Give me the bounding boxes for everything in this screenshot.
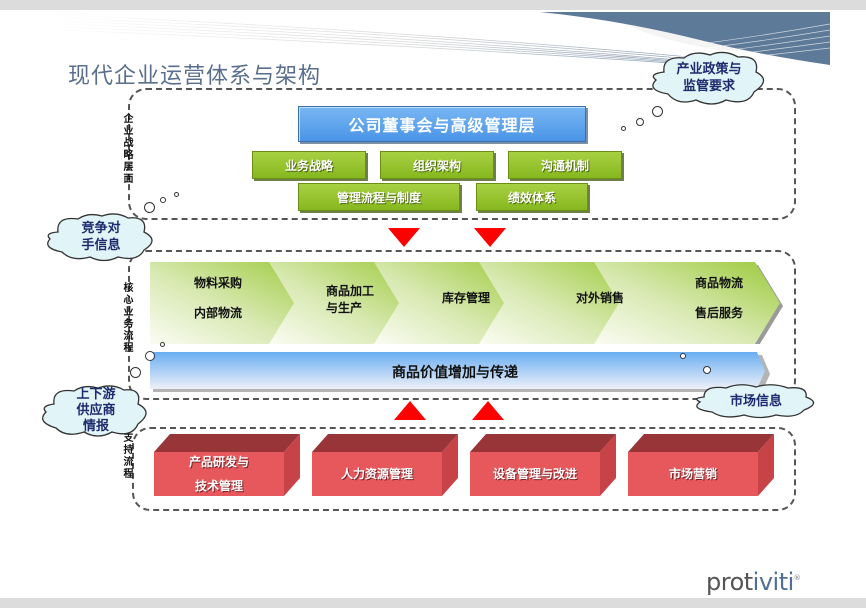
cloud-policy: 产业政策与 监管要求 bbox=[644, 50, 774, 106]
thought-bubble bbox=[680, 353, 686, 359]
support-box-2 bbox=[312, 452, 442, 496]
chevron-step-4 bbox=[479, 262, 640, 344]
strategy-item-communication: 沟通机制 bbox=[508, 151, 622, 179]
board-management-box: 公司董事会与高级管理层 bbox=[298, 106, 586, 142]
core-step-5-line1: 商品物流 bbox=[695, 276, 744, 290]
support-item-3-line1: 设备管理与改进 bbox=[492, 467, 577, 481]
chevron-step-3 bbox=[374, 262, 525, 344]
support-item-3: 设备管理与改进 bbox=[470, 452, 600, 496]
thought-bubble bbox=[636, 118, 644, 126]
thought-bubble bbox=[703, 366, 711, 374]
support-item-1-line2: 技术管理 bbox=[194, 479, 243, 493]
support-process-layer-region bbox=[132, 427, 796, 511]
up-arrow-2 bbox=[472, 401, 504, 420]
core-step-4-line1: 对外销售 bbox=[576, 291, 625, 305]
core-step-2-line1: 商品加工 bbox=[326, 284, 375, 298]
bottom-bar bbox=[0, 598, 866, 608]
cloud-competitor-line1: 竞争对 bbox=[81, 221, 121, 236]
core-step-4: 对外销售 bbox=[576, 283, 624, 313]
core-step-1: 物料采购 内部物流 bbox=[194, 268, 242, 328]
support-box-4 bbox=[628, 452, 758, 496]
core-step-1-line1: 物料采购 bbox=[194, 276, 243, 290]
protiviti-logo: protiviti® bbox=[706, 568, 801, 596]
support-item-2: 人力资源管理 bbox=[312, 452, 442, 496]
core-process-layer-label: 核心业务流程 bbox=[121, 282, 132, 354]
logo-text-part1: prot bbox=[706, 568, 753, 596]
chevron-step-2 bbox=[269, 262, 420, 344]
support-box-3 bbox=[470, 452, 600, 496]
support-process-layer-label: 支持流程 bbox=[121, 432, 132, 480]
thought-bubble bbox=[621, 126, 626, 131]
core-step-1-line2: 内部物流 bbox=[194, 306, 243, 320]
support-box-1 bbox=[154, 452, 284, 496]
cloud-supplier-line3: 情报 bbox=[82, 419, 109, 434]
core-process-layer-region bbox=[128, 250, 796, 400]
core-step-5-line2: 售后服务 bbox=[695, 306, 744, 320]
support-item-4-line1: 市场营销 bbox=[668, 467, 717, 481]
value-chain-label: 商品价值增加与传递 bbox=[392, 365, 518, 381]
chevron-step-5 bbox=[594, 262, 780, 344]
thought-bubble bbox=[145, 351, 155, 361]
top-bar bbox=[0, 0, 866, 10]
core-step-2-line2: 与生产 bbox=[326, 301, 363, 315]
cloud-supplier-line1: 上下游 bbox=[76, 387, 116, 402]
support-item-1: 产品研发与 技术管理 bbox=[154, 452, 284, 496]
cloud-shape bbox=[696, 384, 815, 419]
logo-registered-mark: ® bbox=[793, 574, 801, 582]
support-boxes-graphic bbox=[154, 434, 774, 496]
strategy-item-business-strategy: 业务战略 bbox=[252, 151, 366, 179]
cloud-shape bbox=[47, 213, 153, 262]
thought-bubble bbox=[160, 197, 166, 203]
cloud-policy-line2: 监管要求 bbox=[682, 79, 735, 94]
strategy-item-management-process: 管理流程与制度 bbox=[298, 183, 460, 211]
support-item-1-line1: 产品研发与 bbox=[188, 455, 249, 469]
core-step-3: 库存管理 bbox=[442, 283, 490, 313]
thought-bubble bbox=[652, 106, 663, 117]
cloud-market: 市场信息 bbox=[690, 383, 822, 419]
cloud-supplier-line2: 供应商 bbox=[76, 403, 116, 418]
down-arrow-1 bbox=[388, 228, 420, 247]
up-arrow-1 bbox=[394, 401, 426, 420]
logo-text-part2: iviti bbox=[752, 568, 795, 596]
support-item-2-line1: 人力资源管理 bbox=[340, 467, 413, 481]
cloud-shape bbox=[652, 51, 765, 105]
strategy-layer-label: 企业战略层面 bbox=[121, 113, 132, 185]
strategy-item-org-structure: 组织架构 bbox=[380, 151, 494, 179]
thought-bubble bbox=[160, 342, 165, 347]
cloud-competitor: 竞争对 手信息 bbox=[40, 212, 162, 262]
strategy-item-performance: 绩效体系 bbox=[476, 183, 588, 211]
slide-title: 现代企业运营体系与架构 bbox=[68, 64, 322, 89]
thought-bubble bbox=[174, 192, 179, 197]
support-item-4: 市场营销 bbox=[628, 452, 758, 496]
value-chain-arrow bbox=[150, 352, 770, 392]
chevron-step-1 bbox=[150, 262, 315, 344]
core-step-3-line1: 库存管理 bbox=[442, 291, 491, 305]
thought-bubble bbox=[130, 367, 141, 378]
cloud-competitor-line2: 手信息 bbox=[81, 238, 121, 253]
down-arrow-2 bbox=[474, 228, 506, 247]
thought-bubble bbox=[144, 202, 155, 213]
cloud-policy-line1: 产业政策与 bbox=[676, 62, 742, 77]
cloud-shape bbox=[42, 385, 147, 437]
core-process-chevrons bbox=[150, 262, 783, 344]
core-step-5: 商品物流 售后服务 bbox=[695, 268, 743, 328]
strategy-layer-region bbox=[128, 88, 796, 220]
cloud-market-line1: 市场信息 bbox=[729, 393, 782, 409]
cloud-supplier: 上下游 供应商 情报 bbox=[36, 384, 156, 438]
core-step-2: 商品加工 与生产 bbox=[326, 283, 374, 317]
